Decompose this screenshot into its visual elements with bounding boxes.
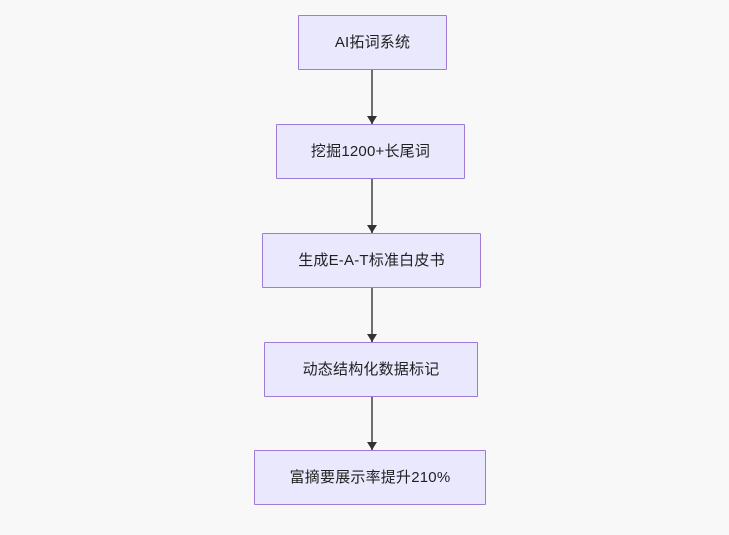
flow-node-label: 挖掘1200+长尾词: [310, 142, 431, 160]
flow-node-ai-keyword-system[interactable]: AI拓词系统: [298, 15, 447, 70]
arrowhead-icon: [367, 225, 377, 233]
edge-line: [371, 179, 373, 233]
flow-node-label: 动态结构化数据标记: [302, 360, 440, 378]
flow-node-rich-snippet-result[interactable]: 富摘要展示率提升210%: [254, 450, 486, 505]
flow-node-label: 富摘要展示率提升210%: [289, 468, 451, 486]
arrowhead-icon: [367, 442, 377, 450]
edge-line: [371, 288, 373, 342]
flow-node-structured-data-markup[interactable]: 动态结构化数据标记: [264, 342, 478, 397]
edge-line: [371, 70, 373, 124]
arrowhead-icon: [367, 116, 377, 124]
flow-node-longtail-keywords[interactable]: 挖掘1200+长尾词: [276, 124, 465, 179]
arrowhead-icon: [367, 334, 377, 342]
edge-line: [371, 397, 373, 450]
flow-node-label: 生成E-A-T标准白皮书: [298, 251, 445, 269]
flow-node-label: AI拓词系统: [334, 33, 411, 51]
flow-node-eat-whitepaper[interactable]: 生成E-A-T标准白皮书: [262, 233, 481, 288]
